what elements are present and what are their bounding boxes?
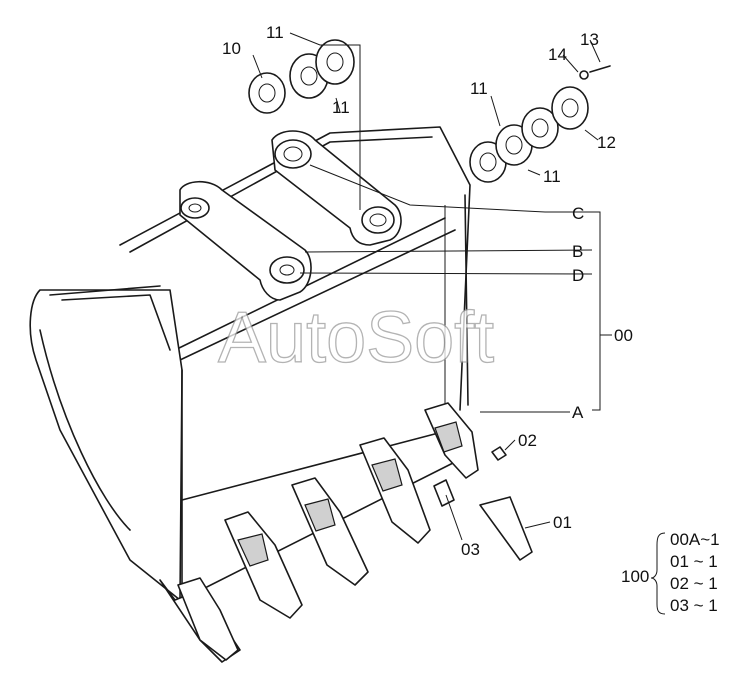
- washer-10: [248, 72, 286, 114]
- pin-boss-upper: [274, 139, 312, 169]
- callout-11-top-right: 11: [470, 79, 488, 98]
- callout-03: 03: [461, 540, 480, 559]
- callouts: 10 11 11 11 11 12 13 14 C B D 00 A 02 03…: [222, 23, 633, 559]
- pin-boss-left: [180, 197, 210, 219]
- pin-boss-c: [361, 206, 395, 234]
- washer-14: [579, 70, 589, 80]
- bucket-ears: [179, 130, 402, 301]
- pin-boss-d: [269, 256, 305, 284]
- callout-01: 01: [553, 513, 572, 532]
- kit-item-3: 02 ~ 1: [670, 574, 718, 593]
- plate-12: [551, 86, 589, 130]
- kit-item-1: 00A~1: [670, 530, 720, 549]
- tooth-loose-01: [479, 496, 533, 561]
- callout-11-mid-right: 11: [543, 167, 561, 186]
- bucket-teeth: [177, 402, 533, 661]
- pin-03: [433, 479, 455, 507]
- lock-02: [491, 446, 507, 461]
- callout-b: B: [572, 242, 583, 261]
- callout-00: 00: [614, 326, 633, 345]
- callout-11-top-left: 11: [266, 23, 284, 42]
- callout-12: 12: [597, 133, 616, 152]
- tooth-2: [291, 477, 369, 586]
- callout-02: 02: [518, 431, 537, 450]
- kit-item-4: 03 ~ 1: [670, 596, 718, 615]
- callout-a: A: [572, 403, 584, 422]
- tooth-1: [224, 511, 303, 619]
- callout-14: 14: [548, 45, 567, 64]
- watermark: AutoSoft: [218, 298, 494, 378]
- pin-hardware: [248, 39, 611, 183]
- shim-11e: [521, 107, 559, 149]
- kit-composition: 100 00A~1 01 ~ 1 02 ~ 1 03 ~ 1: [621, 530, 720, 615]
- callout-13: 13: [580, 30, 599, 49]
- bucket-body: [29, 126, 471, 663]
- callout-c: C: [572, 204, 584, 223]
- callout-10: 10: [222, 39, 241, 58]
- tooth-corner: [177, 577, 239, 661]
- tooth-4: [424, 402, 479, 479]
- kit-item-2: 01 ~ 1: [670, 552, 718, 571]
- callout-11-mid-left: 11: [332, 98, 350, 117]
- kit-number: 100: [621, 567, 649, 586]
- kit-brace: [650, 532, 666, 615]
- tooth-3: [359, 437, 431, 544]
- callout-d: D: [572, 266, 584, 285]
- leader-lines: [252, 32, 612, 541]
- shim-11b: [315, 39, 355, 85]
- bolt-13: [589, 65, 611, 73]
